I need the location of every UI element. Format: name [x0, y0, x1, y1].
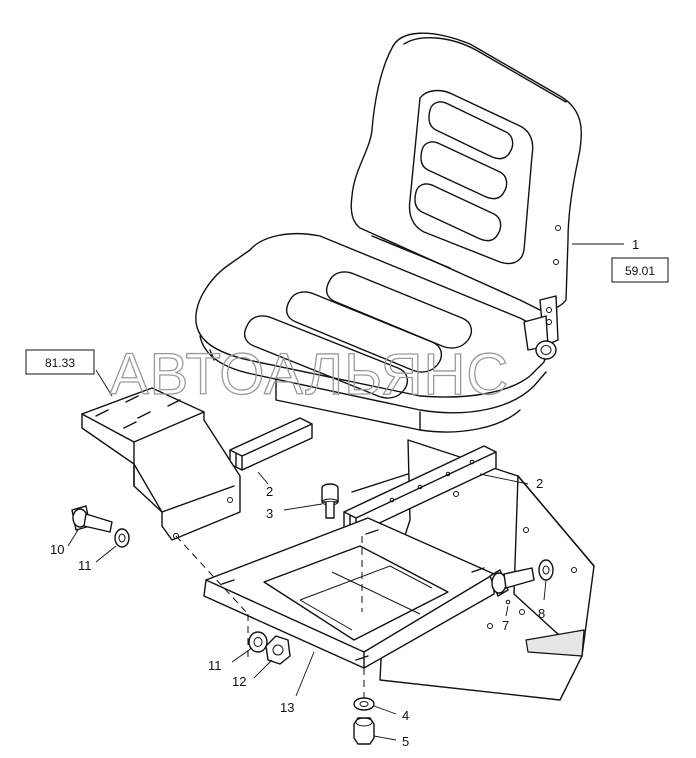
nut-12 [265, 635, 291, 665]
leader-lines [67, 243, 624, 741]
washer-11-left [114, 528, 130, 548]
socket-screw-3 [321, 483, 339, 519]
rear-bracket [351, 439, 595, 701]
callout-7: 7 [502, 618, 509, 633]
callout-10: 10 [50, 542, 64, 557]
left-bracket [81, 387, 249, 615]
callout-12: 12 [232, 674, 246, 689]
watermark: АВТОАЛЬЯНС [110, 342, 509, 407]
washer-4 [353, 697, 375, 711]
seat-mounting-plate [203, 517, 495, 700]
callout-8: 8 [538, 606, 545, 621]
left-slide-rail [229, 417, 313, 471]
seat [195, 32, 583, 433]
svg-text:81.33: 81.33 [45, 356, 75, 370]
bolt-10 [71, 505, 113, 533]
washer-8 [538, 559, 554, 581]
callout-11a: 11 [78, 558, 92, 573]
washer-11-lower [248, 631, 268, 653]
callout-11b: 11 [208, 658, 222, 673]
callout-5: 5 [402, 734, 409, 749]
nut-5 [353, 717, 375, 745]
bolt-7 [489, 567, 535, 605]
callout-2a: 2 [266, 484, 273, 499]
callout-4: 4 [402, 708, 409, 723]
reference-box-59-01[interactable]: 59.01 [611, 257, 669, 283]
callout-3: 3 [266, 506, 273, 521]
callout-1: 1 [632, 237, 639, 252]
reference-box-81-33[interactable]: 81.33 [25, 349, 95, 375]
callout-13: 13 [280, 700, 294, 715]
callout-2b: 2 [536, 476, 543, 491]
svg-text:59.01: 59.01 [625, 264, 655, 278]
